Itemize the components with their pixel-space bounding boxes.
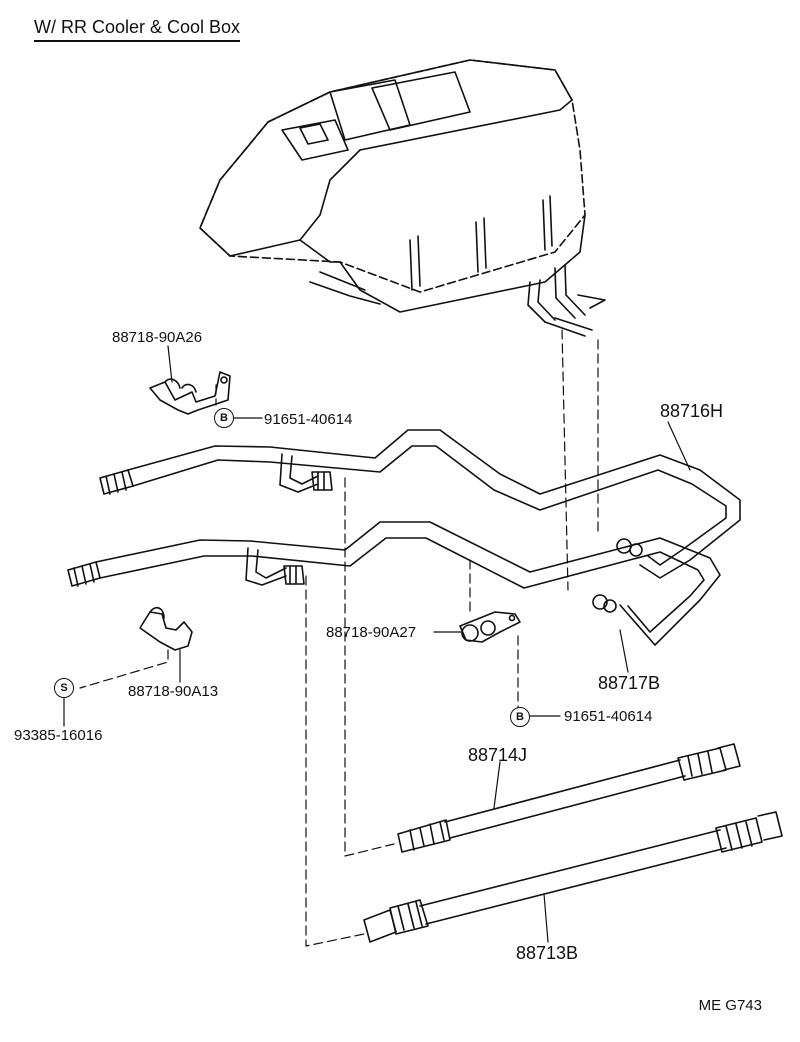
cooler-box-unit xyxy=(200,60,605,336)
drawing-code: ME G743 xyxy=(698,997,762,1014)
pipe-end-nuts xyxy=(593,539,642,612)
label-clamp-upper: 88718-90A26 xyxy=(112,329,203,346)
label-hose-j: 88714J xyxy=(468,745,528,765)
pipe-88716h xyxy=(100,430,740,578)
label-clamp-middle: 88718-90A27 xyxy=(326,624,417,641)
guide-lines xyxy=(80,330,598,946)
label-screw: 93385-16016 xyxy=(14,727,103,744)
leader-lines xyxy=(64,346,690,942)
bolt-mark-upper: B xyxy=(214,408,234,428)
label-bolt-upper: 91651-40614 xyxy=(264,411,353,428)
pipe-88717b xyxy=(68,522,720,645)
diagram-title: W/ RR Cooler & Cool Box xyxy=(34,18,241,42)
upper-branch-fitting xyxy=(312,472,332,490)
label-hose-b: 88713B xyxy=(516,943,579,963)
label-bolt-lower: 91651-40614 xyxy=(564,708,653,725)
clamp-middle xyxy=(460,612,520,642)
screw-mark: S xyxy=(54,678,74,698)
label-pipe-b: 88717B xyxy=(598,673,661,693)
clamp-lower xyxy=(140,608,192,650)
lower-branch-fitting xyxy=(284,566,304,584)
hose-88713b xyxy=(364,812,782,942)
label-clamp-lower: 88718-90A13 xyxy=(128,683,219,700)
label-pipe-h: 88716H xyxy=(660,401,724,421)
hose-88714j xyxy=(398,744,740,852)
bolt-mark-lower: B xyxy=(510,707,530,727)
clamp-upper xyxy=(150,372,230,414)
